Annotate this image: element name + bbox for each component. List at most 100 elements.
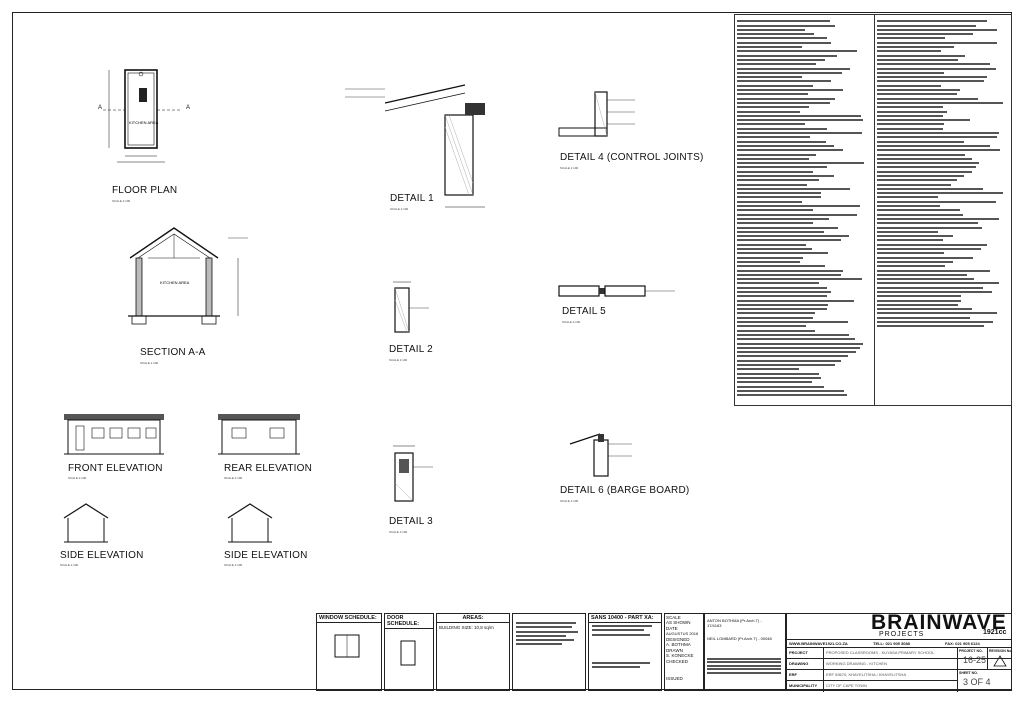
date-value: AUGUSTUS 2016 <box>666 631 699 636</box>
spec-text-line <box>737 265 826 268</box>
title-block-brand: BRAINWAVE PROJECTS 1921cc WWW.BRAINWAVE1… <box>786 611 1012 692</box>
detail-6-drawing <box>569 433 632 477</box>
spec-text-line <box>877 63 991 66</box>
detail-6-scale: SCALE 1:100 <box>560 499 579 503</box>
spec-text-line <box>737 338 856 341</box>
door-schedule-label: DOOR SCHEDULE: <box>385 614 433 629</box>
front-elevation-scale: SCALE 1:100 <box>68 476 87 480</box>
project-no-value: 16-25 <box>963 655 987 665</box>
spec-text-line <box>877 136 998 139</box>
side-elevation-1-drawing <box>63 503 109 543</box>
spec-text-line <box>877 209 960 212</box>
spec-text-line <box>737 269 844 272</box>
side-elevation-2-title: SIDE ELEVATION <box>224 550 308 561</box>
front-elevation-title: FRONT ELEVATION <box>68 463 163 474</box>
brand-year: 1921cc <box>983 629 1007 636</box>
detail-4-title: DETAIL 4 (CONTROL JOINTS) <box>560 152 704 163</box>
spec-text-line <box>877 24 977 27</box>
spec-text-line <box>737 153 817 156</box>
designed-value: A. BOTHMA <box>666 642 691 647</box>
spec-text-line <box>737 119 863 122</box>
spec-text-line <box>877 192 1004 195</box>
spec-text-line <box>737 144 835 147</box>
spec-text-line <box>877 153 966 156</box>
spec-text-line <box>877 260 954 263</box>
specifications-panel <box>734 14 1012 406</box>
detail-5-title: DETAIL 5 <box>562 306 606 317</box>
spec-text-line <box>877 312 997 315</box>
spec-text-line <box>737 192 821 195</box>
building-size: BUILDING SIZE: 10,8 sq/m <box>439 625 494 630</box>
detail-3-scale: SCALE 1:100 <box>389 530 408 534</box>
spec-text-line <box>737 329 816 332</box>
spec-text-line <box>877 217 1000 220</box>
spec-text-line <box>737 368 799 371</box>
spec-text-line <box>737 97 836 100</box>
spec-text-line <box>877 149 1000 152</box>
spec-text-line <box>737 248 813 251</box>
spec-text-line <box>877 303 959 306</box>
spec-text-line <box>737 58 825 61</box>
svg-text:KITCHEN AREA: KITCHEN AREA <box>129 120 159 125</box>
spec-text-line <box>877 295 962 298</box>
sans-box: SANS 10400 - PART XA: <box>588 613 662 691</box>
spec-text-line <box>877 106 943 109</box>
spec-text-line <box>877 140 964 143</box>
spec-text-line <box>737 183 808 186</box>
spec-text-line <box>737 187 850 190</box>
spec-text-line <box>737 136 810 139</box>
spec-text-line <box>737 286 827 289</box>
spec-text-line <box>737 170 813 173</box>
spec-text-line <box>737 149 843 152</box>
spec-text-line <box>737 132 862 135</box>
spec-text-line <box>737 110 801 113</box>
spec-text-line <box>877 58 958 61</box>
spec-text-line <box>877 28 998 31</box>
spec-text-line <box>877 205 940 208</box>
detail-1-scale: SCALE 1:100 <box>390 207 409 211</box>
section-aa-drawing: KITCHEN AREA <box>128 227 248 325</box>
spec-text-line <box>877 166 977 169</box>
spec-text-line <box>737 209 814 212</box>
spec-text-line <box>737 174 835 177</box>
tel-text: TELL: 021 905 3088 <box>873 641 910 646</box>
side-elevation-1-title: SIDE ELEVATION <box>60 550 144 561</box>
floor-plan-title: FLOOR PLAN <box>112 185 178 196</box>
brand-name: BRAINWAVE <box>871 611 1007 634</box>
spec-text-line <box>877 286 983 289</box>
spec-text-line <box>877 265 946 268</box>
detail-4-drawing <box>558 91 635 137</box>
rear-elevation-scale: SCALE 1:100 <box>224 476 243 480</box>
spec-text-line <box>737 106 809 109</box>
spec-text-line <box>737 46 803 49</box>
side-elevation-2-drawing <box>227 503 273 543</box>
designed-label: DESIGNED <box>666 637 690 642</box>
spec-text-line <box>737 226 838 229</box>
floor-plan-drawing: KITCHEN AREA <box>103 69 181 163</box>
spec-text-line <box>737 37 828 40</box>
spec-text-line <box>737 256 804 259</box>
spec-text-line <box>737 325 806 328</box>
detail-5-scale: SCALE 1:100 <box>562 320 581 324</box>
spec-text-line <box>737 316 814 319</box>
spec-text-line <box>737 260 801 263</box>
spec-text-line <box>877 114 944 117</box>
spec-text-line <box>737 273 841 276</box>
detail-6-title: DETAIL 6 (BARGE BOARD) <box>560 485 690 496</box>
spec-text-line <box>877 162 980 165</box>
detail-4-scale: SCALE 1:100 <box>560 166 579 170</box>
spec-text-line <box>737 123 806 126</box>
front-elevation-drawing <box>64 414 164 455</box>
spec-text-line <box>877 157 972 160</box>
spec-text-line <box>877 299 961 302</box>
fax-text: FAX: 021 905 6124 <box>945 641 980 646</box>
spec-text-line <box>877 50 941 53</box>
spec-text-line <box>877 97 979 100</box>
date-label: DATE <box>666 626 678 631</box>
section-aa-title: SECTION A-A <box>140 347 206 358</box>
spec-text-line <box>737 166 828 169</box>
rear-elevation-title: REAR ELEVATION <box>224 463 313 474</box>
spec-text-line <box>737 76 803 79</box>
spec-text-line <box>737 71 842 74</box>
section-aa-scale: SCALE 1:100 <box>140 361 159 365</box>
